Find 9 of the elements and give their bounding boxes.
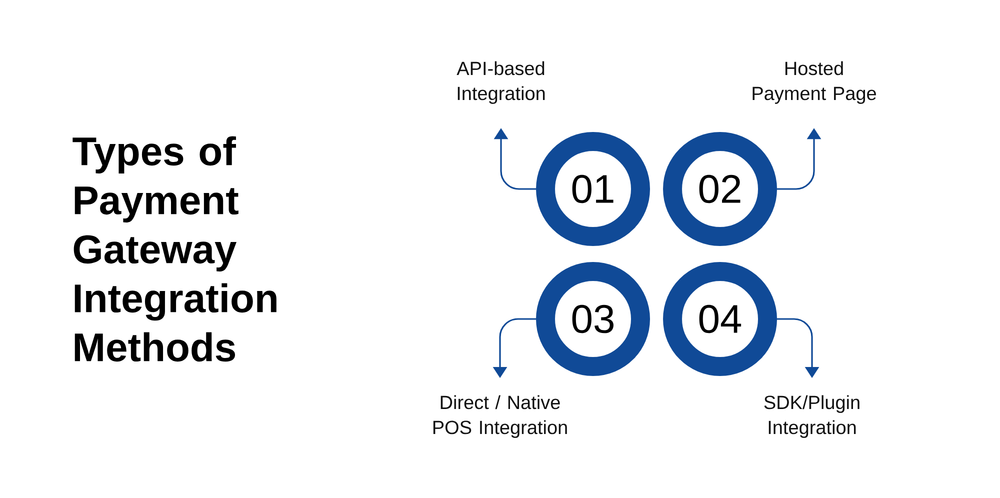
numbered-ring: 03 — [536, 262, 650, 376]
numbered-ring: 04 — [663, 262, 777, 376]
numbered-ring: 02 — [663, 132, 777, 246]
method-label: Hosted Payment Page — [752, 61, 876, 104]
numbered-ring: 01 — [536, 132, 650, 246]
method-label: API-based Integration — [456, 61, 545, 104]
method-label: SDK/Plugin Integration — [764, 395, 860, 438]
title: Types of Payment Gateway Integration Methods — [72, 136, 276, 362]
method-label: Direct / Native POS Integration — [433, 395, 567, 438]
